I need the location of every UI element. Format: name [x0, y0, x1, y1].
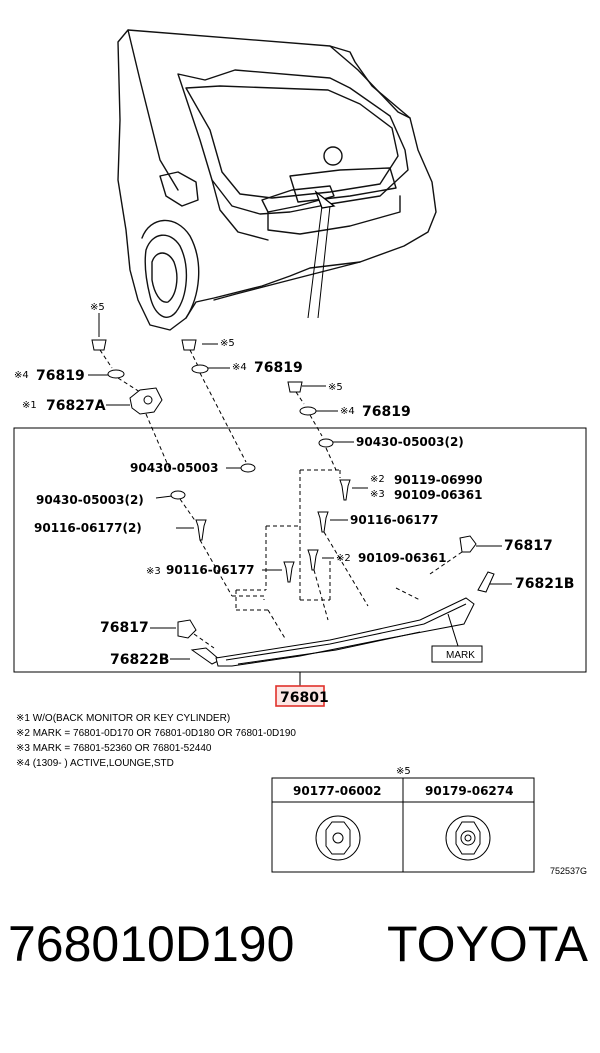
- inner-fasteners: 90430-05003(2) 90430-05003 90430-05003(2…: [34, 435, 574, 668]
- car-rear-illustration: [117, 29, 437, 331]
- callout-76819-c: 76819: [362, 404, 411, 420]
- footer-brand: TOYOTA: [387, 916, 588, 972]
- drawing-code: 752537G: [550, 866, 587, 876]
- callout-90119-06990: 90119-06990: [394, 473, 482, 487]
- upper-fasteners: ※5 ※4 76819 ※1 76827A ※5 ※4 76819 ※5 ※4 …: [14, 302, 411, 471]
- mark-4-a: ※4: [14, 370, 29, 381]
- callout-90430-05003: 90430-05003: [130, 461, 218, 475]
- mark-3-a: ※3: [370, 489, 385, 500]
- callout-90109-06361-a: 90109-06361: [394, 488, 482, 502]
- fastener-90177-icon: [315, 815, 361, 861]
- mark-5-c: ※5: [328, 382, 343, 393]
- mark-box-label: MARK: [446, 650, 475, 661]
- back-door-garnish: MARK: [215, 597, 483, 667]
- mark-4-b: ※4: [232, 362, 247, 373]
- callout-90430-05003-2: 90430-05003(2): [36, 493, 144, 507]
- callout-76822b: 76822B: [110, 652, 169, 668]
- note-2: ※2 MARK = 76801-0D170 OR 76801-0D180 OR …: [16, 728, 296, 739]
- mark-2-b: ※2: [336, 553, 351, 564]
- fastener-90179-icon: [445, 815, 491, 861]
- callout-76817-a: 76817: [504, 538, 553, 554]
- callout-76819-a: 76819: [36, 368, 85, 384]
- note-4: ※4 (1309- ) ACTIVE,LOUNGE,STD: [16, 758, 174, 769]
- inset-header-2: 90179-06274: [425, 784, 513, 798]
- callout-76827a: 76827A: [46, 398, 106, 414]
- callout-76819-b: 76819: [254, 360, 303, 376]
- note-1: ※1 W/O(BACK MONITOR OR KEY CYLINDER): [16, 713, 230, 724]
- callout-90109-06361-b: 90109-06361: [358, 551, 446, 565]
- notes: ※1 W/O(BACK MONITOR OR KEY CYLINDER) ※2 …: [16, 713, 296, 769]
- callout-76817-b: 76817: [100, 620, 149, 636]
- mark-5-b: ※5: [220, 338, 235, 349]
- footer-part-number: 768010D190: [8, 916, 295, 972]
- inset-header-1: 90177-06002: [293, 784, 381, 798]
- main-part-number: 76801: [280, 690, 329, 706]
- mark-5-a: ※5: [90, 302, 105, 313]
- mark-4-c: ※4: [340, 406, 355, 417]
- callout-90116-06177-a: 90116-06177: [350, 513, 438, 527]
- note-3: ※3 MARK = 76801-52360 OR 76801-52440: [16, 743, 212, 754]
- callout-90116-06177-b: 90116-06177: [166, 563, 254, 577]
- inset-table: ※5 90177-06002 90179-06274: [271, 766, 535, 873]
- mark-1: ※1: [22, 400, 37, 411]
- callout-90116-06177-2: 90116-06177(2): [34, 521, 142, 535]
- callout-76821b: 76821B: [515, 576, 574, 592]
- mark-2-a: ※2: [370, 474, 385, 485]
- footer: 768010D190 TOYOTA: [0, 912, 600, 976]
- inset-table-title: ※5: [396, 766, 411, 777]
- mark-3-b: ※3: [146, 566, 161, 577]
- callout-90430-05003-2-top: 90430-05003(2): [356, 435, 464, 449]
- main-part-highlight: [275, 685, 325, 707]
